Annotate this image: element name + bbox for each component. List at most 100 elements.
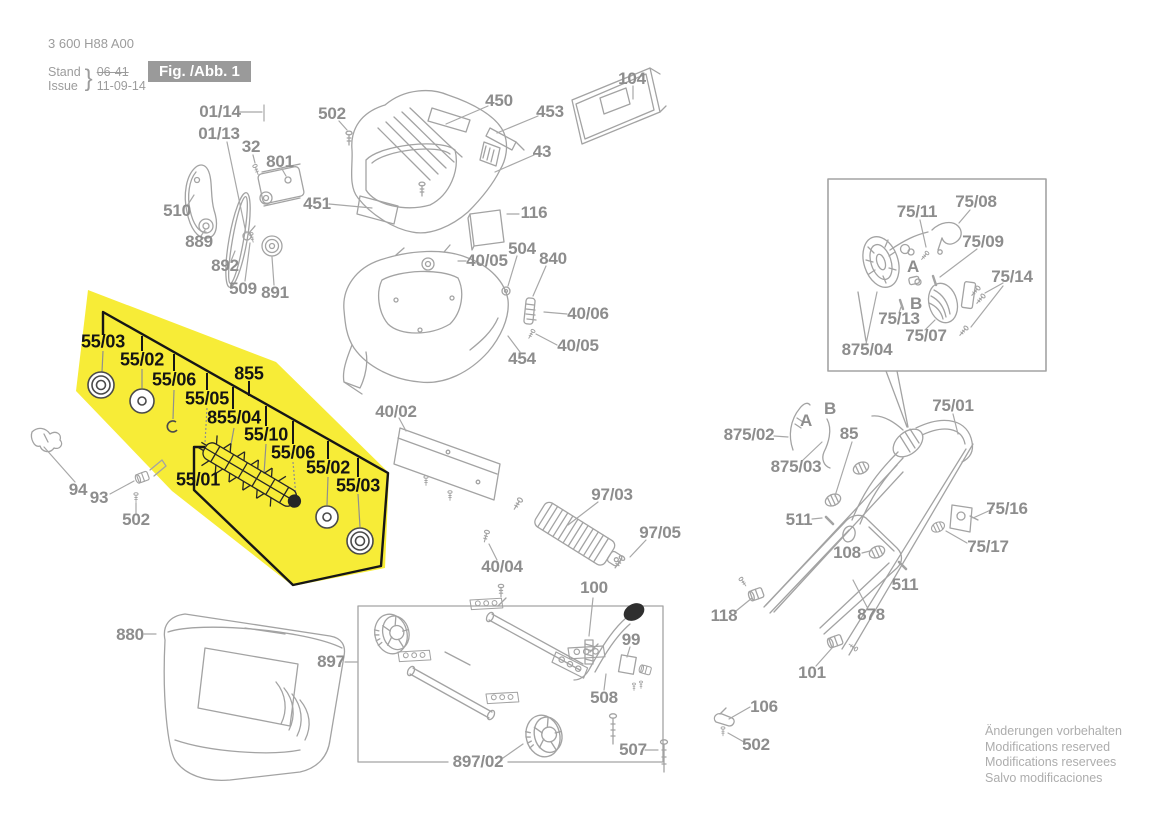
drum-bracket-line [857,291,867,342]
legal-note: Änderungen vorbehalten Modifications res… [985,724,1122,786]
part-label-55-05: 55/05 [184,388,230,409]
part-label-75-01: 75/01 [932,396,974,415]
rear-flap-4002 [393,427,501,501]
axle-frames [395,590,608,721]
part-label-55-10: 55/10 [243,424,289,445]
cable-875-03 [822,418,831,469]
part-label-75-08: 75/08 [955,192,997,211]
legal-line-en: Modifications reserved [985,739,1111,754]
part-label-511: 511 [891,575,919,594]
bushing-B [908,275,922,286]
rear-roller-9703 [534,501,623,567]
wheel-frame-box-897 [357,605,664,763]
part-label-116: 116 [520,203,548,222]
part-label-892: 892 [211,256,239,275]
part-label-A: A [799,411,813,430]
cable-875-02 [789,402,811,451]
part-label-453: 453 [536,102,564,121]
legal-line-de: Änderungen vorbehalten [985,724,1122,738]
part-label-40-05: 40/05 [557,336,599,355]
legal-line-fr: Modifications reservees [985,755,1117,769]
part-label-507: 507 [619,740,647,759]
part-label-55-06: 55/06 [270,442,316,463]
part-label-840: 840 [539,249,567,268]
figure-badge: Fig. /Abb. 1 [148,61,251,82]
part-label-55-02: 55/02 [305,457,351,478]
spring-100 [584,639,594,665]
hole-108 [842,525,856,543]
part-label-880: 880 [116,625,144,644]
part-label-40-06: 40/06 [567,304,609,323]
spring-pin-840 [523,297,537,325]
bushing-75-11 [899,243,915,256]
part-label-101: 101 [798,663,826,682]
part-label-855-04: 855/04 [207,407,261,428]
part-label-897-02: 897/02 [452,752,504,771]
grommet-85b [822,490,844,510]
lever-knob [623,603,645,621]
pulley-889 [198,218,214,234]
nut-7517 [929,519,947,535]
part-label-509: 509 [229,279,257,298]
part-label-55-01: 55/01 [175,469,221,490]
washer-5502b [315,505,339,529]
tensioner [242,225,256,241]
part-label-75-07: 75/07 [905,326,947,345]
part-label-94: 94 [68,480,88,499]
cover-strip-104 [571,67,667,145]
part-label-01-13: 01/13 [198,124,240,143]
inset-box [827,178,1047,372]
lever-75-08 [931,221,962,255]
bearing-5503a [87,371,115,399]
drawing-header: 3 600 H88 A00 Stand Issue } 06-41 11-09-… [48,36,146,93]
brace-glyph: } [84,65,93,92]
wheel-front [369,609,414,658]
part-label-106: 106 [750,697,778,716]
part-label-93: 93 [89,488,109,507]
superseded-date: 06-41 [96,65,129,79]
bearing-5503b [346,527,374,555]
pin-75-09 [931,274,938,287]
part-label-43: 43 [532,142,552,161]
part-label-502: 502 [742,735,770,754]
pin-511b [897,560,908,571]
stand-label: Stand [48,65,81,79]
part-label-855: 855 [234,363,264,384]
part-label-55-06: 55/06 [151,369,197,390]
inset-pointer [885,370,909,428]
issue-label: Issue [48,79,78,93]
legal-line-es: Salvo modificaciones [985,770,1103,785]
pin-511a [824,515,835,526]
part-label-A: A [906,257,920,276]
part-label-97-05: 97/05 [639,523,681,542]
grommet-108 [866,542,888,562]
clip-93 [149,459,167,477]
assembly-bracket [101,310,390,587]
plate-99 [617,654,637,675]
part-label-875-04: 875/04 [841,340,893,359]
part-label-85: 85 [839,424,859,443]
part-label-878: 878 [857,605,885,624]
circlip-5506 [166,420,178,433]
part-label-32: 32 [241,137,261,156]
part-label-55-03: 55/03 [80,331,126,352]
wheel-897-02 [520,710,568,762]
plate-75-14 [960,281,977,310]
part-label-450: 450 [485,91,513,110]
type-number: 3 600 H88 A00 [48,36,135,51]
clip-106 [713,707,735,727]
part-label-875-03: 875/03 [770,457,822,476]
vent-grille [479,141,501,167]
motor-801 [257,163,305,207]
top-cover-450 [350,90,525,234]
part-label-75-09: 75/09 [962,232,1004,251]
part-label-504: 504 [508,239,536,258]
part-label-75-13: 75/13 [878,309,920,328]
part-label-75-17: 75/17 [967,537,1009,556]
part-label-511: 511 [785,510,813,529]
part-label-B: B [823,399,837,418]
bracket-7516 [949,504,979,533]
part-label-451: 451 [303,194,331,213]
part-label-502: 502 [318,104,346,123]
